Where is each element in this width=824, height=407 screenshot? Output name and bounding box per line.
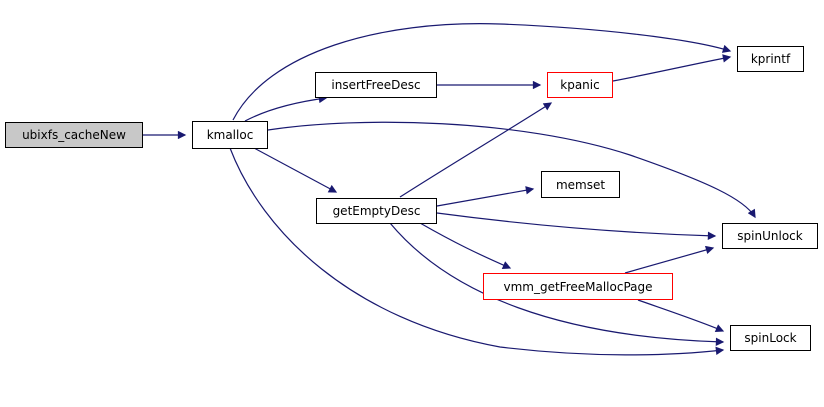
edge-getEmptyDesc-kpanic xyxy=(399,102,553,198)
node-vmm_getFreeMallocPage[interactable]: vmm_getFreeMallocPage xyxy=(483,273,673,300)
edge-kmalloc-insertFreeDesc xyxy=(244,94,328,122)
edge-getEmptyDesc-spinLock xyxy=(389,222,725,346)
edge-kmalloc-kprintf xyxy=(232,23,732,121)
node-memset[interactable]: memset xyxy=(541,171,620,198)
node-kmalloc[interactable]: kmalloc xyxy=(192,121,268,149)
edge-kmalloc-getEmptyDesc xyxy=(253,147,338,193)
node-spinUnlock[interactable]: spinUnlock xyxy=(722,223,818,249)
edge-getEmptyDesc-vmm_getFreeMallocPage xyxy=(419,222,512,269)
edge-kmalloc-spinLock xyxy=(229,147,725,356)
edge-kmalloc-spinUnlock xyxy=(267,121,756,219)
edge-getEmptyDesc-spinUnlock xyxy=(436,212,717,240)
node-insertFreeDesc[interactable]: insertFreeDesc xyxy=(315,72,437,98)
edge-getEmptyDesc-memset xyxy=(436,186,535,207)
edge-kpanic-kprintf xyxy=(612,54,732,82)
node-kpanic[interactable]: kpanic xyxy=(547,72,613,98)
node-spinLock[interactable]: spinLock xyxy=(730,325,811,351)
node-getEmptyDesc[interactable]: getEmptyDesc xyxy=(316,198,437,224)
node-ubixfs_cacheNew: ubixfs_cacheNew xyxy=(5,122,143,148)
node-kprintf[interactable]: kprintf xyxy=(737,46,804,72)
edge-vmm_getFreeMallocPage-spinUnlock xyxy=(624,245,715,274)
edge-vmm_getFreeMallocPage-spinLock xyxy=(637,299,725,333)
